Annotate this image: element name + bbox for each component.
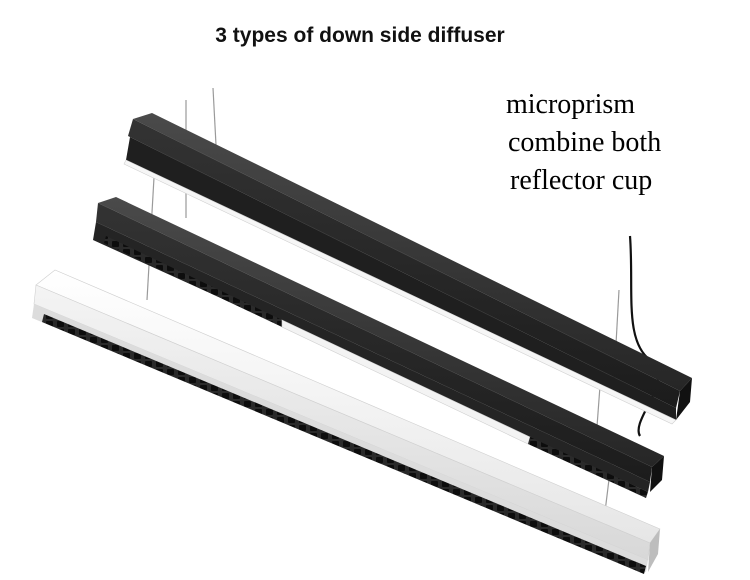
- label-combine-both: combine both: [508, 127, 662, 158]
- fixture-microprism: [123, 113, 692, 425]
- label-microprism: microprism: [506, 89, 636, 120]
- diffuser-type-labels: microprism combine both reflector cup: [506, 86, 661, 200]
- image-title: 3 types of down side diffuser: [215, 24, 505, 47]
- fixture-reflector-cup: [32, 269, 661, 574]
- label-reflector-cup: reflector cup: [510, 165, 653, 196]
- fixture-combined: [93, 197, 664, 498]
